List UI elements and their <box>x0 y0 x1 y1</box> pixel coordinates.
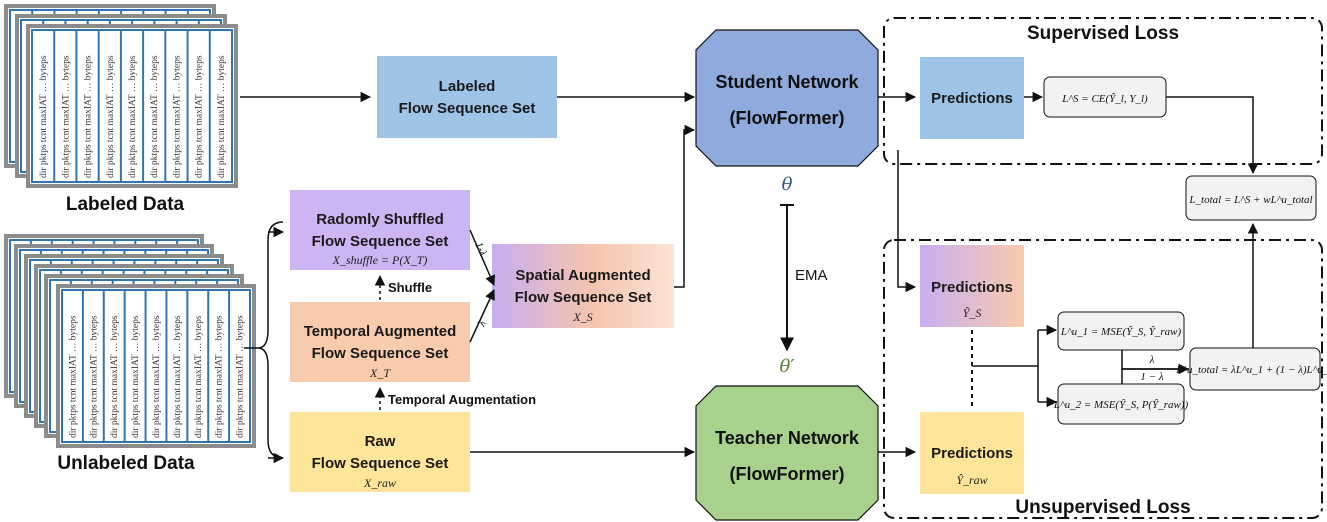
student-theta: θ <box>782 174 793 195</box>
sheet-column-text: dir pktps tcnt maxIAT … byteps <box>106 55 116 178</box>
sheet-column-text: dir pktps tcnt maxIAT … byteps <box>84 55 94 178</box>
supervised-loss-region <box>883 17 1323 165</box>
raw-set-symbol: X_raw <box>363 476 396 490</box>
sheet-column-text: dir pktps tcnt maxIAT … byteps <box>173 315 183 438</box>
predictions-raw-symbol: Ŷ_raw <box>956 473 987 487</box>
arrow-ls-to-total <box>1166 96 1259 175</box>
supervised-loss-title: Supervised Loss <box>1027 23 1179 44</box>
labeled-flow-set-box: Labeled Flow Sequence Set <box>377 56 557 138</box>
loss-u1-box: L^u_1 = MSE(Ŷ_S, Ŷ_raw) <box>1057 311 1185 351</box>
ema-label: EMA <box>795 267 828 284</box>
spatial-set-line1: Spatial Augmented <box>515 267 650 284</box>
temporal-flow-set-box: Temporal Augmented Flow Sequence Set X_T <box>290 302 470 382</box>
teacher-subtitle: (FlowFormer) <box>730 464 845 484</box>
temporal-set-line1: Temporal Augmented <box>304 323 457 340</box>
spatial-flow-set-box: Spatial Augmented Flow Sequence Set X_S <box>492 244 674 328</box>
student-subtitle: (FlowFormer) <box>730 108 845 128</box>
unsupervised-loss-region <box>883 239 1323 519</box>
unlabeled-data-stack: dir pktps tcnt maxIAT … byteps dir pktps … <box>4 234 256 448</box>
sheet-column-text: dir pktps tcnt maxIAT … byteps <box>110 315 120 438</box>
sheet-column-text: dir pktps tcnt maxIAT … byteps <box>131 315 141 438</box>
unlabeled-brace <box>257 221 284 459</box>
sheet-column-text: dir pktps tcnt maxIAT … byteps <box>128 55 138 178</box>
loss-u-total-formula: L^u_total = λL^u_1 + (1 − λ)L^u_2 <box>1175 364 1327 376</box>
loss-u-total-box: L^u_total = λL^u_1 + (1 − λ)L^u_2 <box>1175 347 1327 391</box>
predictions-raw-label: Predictions <box>931 445 1013 462</box>
loss-total-box: L_total = L^S + wL^u_total <box>1185 175 1317 221</box>
labeled-data-stack: dir pktps tcnt maxIAT … byteps dir pktps … <box>4 4 238 188</box>
sheet-column-text: dir pktps tcnt maxIAT … byteps <box>194 315 204 438</box>
labeled-set-line1: Labeled <box>439 78 496 95</box>
sheet-column-text: dir pktps tcnt maxIAT … byteps <box>195 55 205 178</box>
sheet-column-text: dir pktps tcnt maxIAT … byteps <box>39 55 49 178</box>
sheet-column-text: dir pktps tcnt maxIAT … byteps <box>61 55 71 178</box>
temporal-augmentation-label: Temporal Augmentation <box>388 392 536 407</box>
raw-flow-set-box: Raw Flow Sequence Set X_raw <box>290 412 470 492</box>
predictions-student-unsup: Predictions Ŷ_S <box>920 245 1024 327</box>
shuffle-label: Shuffle <box>388 280 432 295</box>
mix-one-minus-lambda: 1 − λ <box>1140 371 1163 383</box>
predictions-s-symbol: Ŷ_S <box>963 306 982 320</box>
data-sheet: dir pktps tcnt maxIAT … byteps dir pktps … <box>26 24 238 188</box>
sheet-column-text: dir pktps tcnt maxIAT … byteps <box>172 55 182 178</box>
data-sheet: dir pktps tcnt maxIAT … byteps dir pktps … <box>56 284 256 448</box>
unsupervised-loss-title: Unsupervised Loss <box>1015 497 1190 518</box>
shuffled-set-line2: Flow Sequence Set <box>312 233 449 250</box>
sheet-column-text: dir pktps tcnt maxIAT … byteps <box>152 315 162 438</box>
predictions-s-label: Predictions <box>931 279 1013 296</box>
arrow-temporal-to-spatial <box>469 289 495 343</box>
sheet-column-text: dir pktps tcnt maxIAT … byteps <box>217 55 227 178</box>
teacher-title: Teacher Network <box>715 428 860 448</box>
spatial-set-symbol: X_S <box>572 310 592 324</box>
arrow-student-to-predictions-s <box>897 150 917 293</box>
predictions-teacher: Predictions Ŷ_raw <box>920 412 1024 494</box>
loss-u2-box: L^u_2 = MSE(Ŷ_S, P(Ŷ_raw)) <box>1053 383 1189 425</box>
loss-s-formula: L^S = CE(Ŷ_l, Y_l) <box>1061 93 1148 105</box>
sheet-column-text: dir pktps tcnt maxIAT … byteps <box>215 315 225 438</box>
loss-s-box: L^S = CE(Ŷ_l, Y_l) <box>1043 76 1167 118</box>
labeled-data-label: Labeled Data <box>66 194 185 215</box>
loss-total-formula: L_total = L^S + wL^u_total <box>1188 194 1312 206</box>
spatial-set-line2: Flow Sequence Set <box>515 289 652 306</box>
loss-u2-formula: L^u_2 = MSE(Ŷ_S, P(Ŷ_raw)) <box>1053 399 1189 411</box>
temporal-set-symbol: X_T <box>369 366 391 380</box>
shuffled-set-line1: Radomly Shuffled <box>316 211 444 228</box>
sheet-column-text: dir pktps tcnt maxIAT … byteps <box>68 315 78 438</box>
loss-u1-formula: L^u_1 = MSE(Ŷ_S, Ŷ_raw) <box>1060 326 1182 338</box>
shuffled-set-formula: X_shuffle = P(X_T) <box>332 253 428 267</box>
weight-lambda: λ <box>475 319 488 329</box>
unlabeled-data-label: Unlabeled Data <box>57 453 195 474</box>
temporal-set-line2: Flow Sequence Set <box>312 345 449 362</box>
predictions-supervised: Predictions <box>920 57 1024 139</box>
teacher-theta: θ′ <box>780 356 795 377</box>
sheet-column-text: dir pktps tcnt maxIAT … byteps <box>150 55 160 178</box>
raw-set-line2: Flow Sequence Set <box>312 455 449 472</box>
sheet-column-text: dir pktps tcnt maxIAT … byteps <box>89 315 99 438</box>
student-title: Student Network <box>715 72 859 92</box>
weight-1-minus-lambda: 1-λ <box>472 240 489 258</box>
arrow-shuffled-to-spatial <box>469 229 496 286</box>
mix-lambda: λ <box>1149 354 1155 366</box>
teacher-network: Teacher Network (FlowFormer) <box>695 385 879 521</box>
labeled-set-line2: Flow Sequence Set <box>399 100 536 117</box>
predictions-supervised-label: Predictions <box>931 90 1013 107</box>
shuffled-flow-set-box: Radomly Shuffled Flow Sequence Set X_shu… <box>290 190 470 270</box>
arrow-spatial-to-student <box>674 124 696 288</box>
raw-set-line1: Raw <box>365 433 396 450</box>
sheet-column-text: dir pktps tcnt maxIAT … byteps <box>236 315 246 438</box>
student-network: Student Network (FlowFormer) <box>695 29 879 167</box>
